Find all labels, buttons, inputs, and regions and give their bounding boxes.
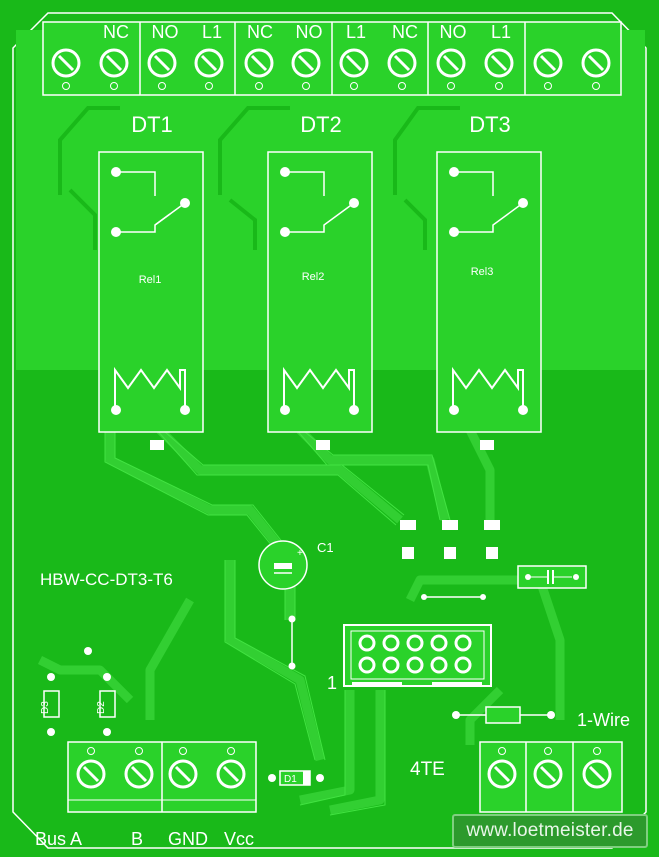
terminal-screws-top (51, 48, 611, 90)
terminal-label: NO (440, 22, 467, 42)
board-name: HBW-CC-DT3-T6 (40, 570, 173, 589)
bus-label-gnd: GND (168, 829, 208, 849)
jumper-wire (288, 594, 486, 670)
terminal-label: NO (152, 22, 179, 42)
bus-label-vcc: Vcc (224, 829, 254, 849)
terminal-label: L1 (346, 22, 366, 42)
led-d3 (43, 673, 60, 736)
terminal-label: NC (247, 22, 273, 42)
header-pin1-label: 1 (327, 673, 337, 693)
capacitor-label: C1 (317, 540, 334, 555)
module-width-label: 4TE (410, 759, 445, 780)
relay-3 (436, 151, 542, 433)
bus-label-a: Bus A (35, 829, 82, 849)
diode-label: D1 (284, 774, 297, 785)
relay-label-2: Rel2 (302, 271, 325, 283)
led-d3-label: D3 (40, 701, 51, 714)
relay-2 (267, 151, 373, 433)
terminal-block-bus (67, 741, 257, 813)
bus-label-b: B (131, 829, 143, 849)
watermark: www.loetmeister.de (452, 814, 648, 848)
pin-header (343, 624, 492, 687)
relay-designator-dt1: DT1 (131, 112, 173, 137)
relay-1 (98, 151, 204, 433)
capacitor-polarity: + (297, 548, 303, 559)
terminal-label: NO (296, 22, 323, 42)
relay-designator-dt3: DT3 (469, 112, 511, 137)
capacitor-small (517, 565, 587, 589)
relay-designator-dt2: DT2 (300, 112, 342, 137)
terminal-label: L1 (202, 22, 222, 42)
relay-label-3: Rel3 (471, 266, 494, 278)
board-outline (12, 12, 647, 849)
terminal-label: NC (392, 22, 418, 42)
terminal-block-top (42, 21, 622, 96)
terminal-labels-top: NC NO L1 NC NO L1 NC NO L1 (103, 22, 511, 42)
terminal-label: NC (103, 22, 129, 42)
traces-lower (37, 420, 565, 815)
resistor-onewire (452, 706, 555, 724)
relay-label-1: Rel1 (139, 274, 162, 286)
trace-group-top (58, 106, 460, 250)
capacitor-c1 (258, 540, 308, 590)
led-d2-label: D2 (96, 701, 107, 714)
led-d2 (84, 647, 116, 736)
terminal-block-onewire (479, 741, 623, 813)
diode-d1 (268, 770, 324, 786)
terminal-label: L1 (491, 22, 511, 42)
onewire-label: 1-Wire (577, 710, 630, 730)
transistor-footprints (150, 440, 500, 559)
